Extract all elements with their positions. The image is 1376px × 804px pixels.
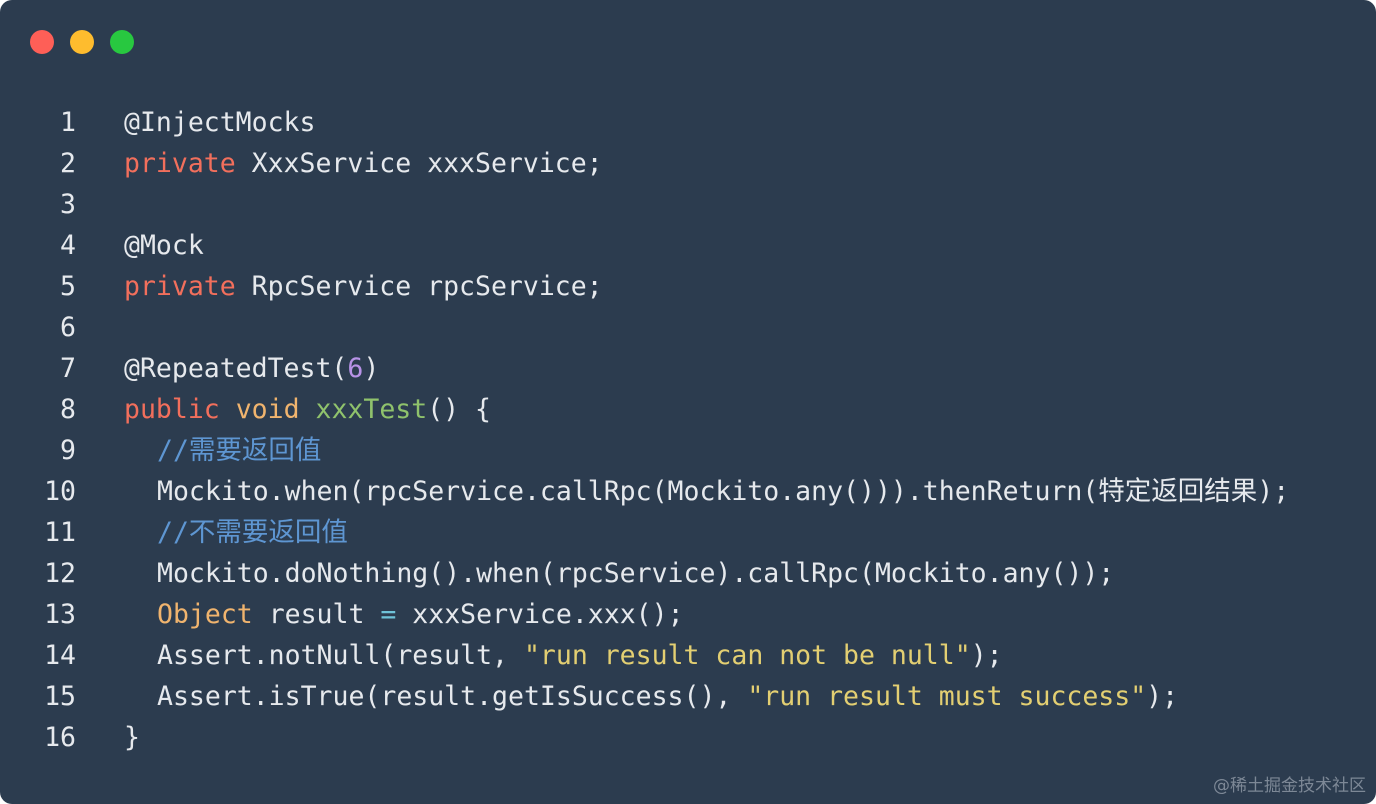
code-line: 12 Mockito.doNothing().when(rpcService).c…	[0, 553, 1376, 594]
line-number: 11	[44, 517, 76, 548]
code-line: 6	[0, 307, 1376, 348]
line-number: 14	[44, 640, 76, 671]
code-token-comment: //不需要返回值	[157, 517, 348, 548]
line-number: 5	[60, 271, 76, 302]
code-token-plain: )	[363, 353, 380, 384]
line-number: 7	[60, 353, 76, 384]
code-token-op: =	[380, 599, 397, 630]
line-source: //不需要返回值	[124, 512, 348, 553]
code-line: 8 public void xxxTest() {	[0, 389, 1376, 430]
code-token-plain: Assert.notNull(result,	[157, 640, 524, 671]
code-token-plain	[220, 394, 236, 425]
zoom-button[interactable]	[110, 30, 134, 54]
line-source: public void xxxTest() {	[124, 389, 491, 430]
code-token-string: "run result can not be null"	[523, 640, 971, 671]
minimize-button[interactable]	[70, 30, 94, 54]
line-source: private RpcService rpcService;	[124, 266, 603, 307]
code-token-plain: @Mock	[124, 230, 204, 261]
watermark: @稀土掘金技术社区	[1213, 776, 1366, 796]
code-line: 14 Assert.notNull(result, "run result can…	[0, 635, 1376, 676]
line-source: Object result = xxxService.xxx();	[124, 594, 684, 635]
code-token-plain: () {	[427, 394, 492, 425]
line-number: 16	[44, 722, 76, 753]
line-source: Mockito.doNothing().when(rpcService).cal…	[124, 553, 1114, 594]
code-token-plain: Mockito.when(rpcService.callRpc(Mockito.…	[157, 476, 1290, 507]
code-line: 9 //需要返回值	[0, 430, 1376, 471]
code-token-plain: );	[1146, 681, 1179, 712]
code-token-type: Object	[157, 599, 253, 630]
line-source: //需要返回值	[124, 430, 321, 471]
code-token-type: void	[235, 394, 300, 425]
code-token-number: 6	[347, 353, 364, 384]
close-button[interactable]	[30, 30, 54, 54]
code-line: 7 @RepeatedTest(6)	[0, 348, 1376, 389]
code-token-string: "run result must success"	[747, 681, 1147, 712]
code-line: 11 //不需要返回值	[0, 512, 1376, 553]
line-source: Assert.isTrue(result.getIsSuccess(), "ru…	[124, 676, 1178, 717]
code-token-plain: result	[252, 599, 381, 630]
line-source: }	[124, 717, 140, 758]
code-line: 16}	[0, 717, 1376, 758]
line-source: @InjectMocks	[124, 102, 315, 143]
code-token-plain: @RepeatedTest(	[124, 353, 348, 384]
code-token-plain: @InjectMocks	[124, 107, 316, 138]
code-token-plain: }	[124, 722, 140, 753]
code-token-func: xxxTest	[315, 394, 428, 425]
line-number: 6	[60, 312, 76, 343]
code-token-keyword: private	[124, 148, 236, 179]
line-source: Mockito.when(rpcService.callRpc(Mockito.…	[124, 471, 1289, 512]
line-number: 12	[44, 558, 76, 589]
line-number: 10	[44, 476, 76, 507]
line-number: 3	[60, 189, 76, 220]
code-line: 13 Object result = xxxService.xxx();	[0, 594, 1376, 635]
line-number: 1	[60, 107, 76, 138]
code-token-plain: );	[970, 640, 1003, 671]
code-token-plain: RpcService rpcService;	[235, 271, 603, 302]
code-line: 1 @InjectMocks	[0, 102, 1376, 143]
line-number: 8	[60, 394, 76, 425]
code-line: 3	[0, 184, 1376, 225]
line-number: 13	[44, 599, 76, 630]
code-token-plain: Mockito.doNothing().when(rpcService).cal…	[157, 558, 1115, 589]
code-line: 2 private XxxService xxxService;	[0, 143, 1376, 184]
line-source: private XxxService xxxService;	[124, 143, 603, 184]
code-line: 15 Assert.isTrue(result.getIsSuccess(), "…	[0, 676, 1376, 717]
line-source: @RepeatedTest(6)	[124, 348, 379, 389]
code-token-keyword: private	[124, 271, 236, 302]
line-number: 4	[60, 230, 76, 261]
code-block[interactable]: 1 @InjectMocks 2 private XxxService xxxServ…	[0, 102, 1376, 758]
code-token-keyword: public	[124, 394, 220, 425]
line-number: 2	[60, 148, 76, 179]
code-token-plain	[300, 394, 316, 425]
code-token-plain: xxxService.xxx();	[396, 599, 684, 630]
window-controls	[30, 30, 134, 54]
line-number: 9	[60, 435, 76, 466]
code-token-plain: Assert.isTrue(result.getIsSuccess(),	[157, 681, 748, 712]
code-line: 10 Mockito.when(rpcService.callRpc(Mockit…	[0, 471, 1376, 512]
code-token-plain: XxxService xxxService;	[235, 148, 603, 179]
code-token-comment: //需要返回值	[157, 435, 322, 466]
line-source: @Mock	[124, 225, 204, 266]
code-line: 4 @Mock	[0, 225, 1376, 266]
code-line: 5 private RpcService rpcService;	[0, 266, 1376, 307]
line-number: 15	[44, 681, 76, 712]
line-source: Assert.notNull(result, "run result can n…	[124, 635, 1003, 676]
